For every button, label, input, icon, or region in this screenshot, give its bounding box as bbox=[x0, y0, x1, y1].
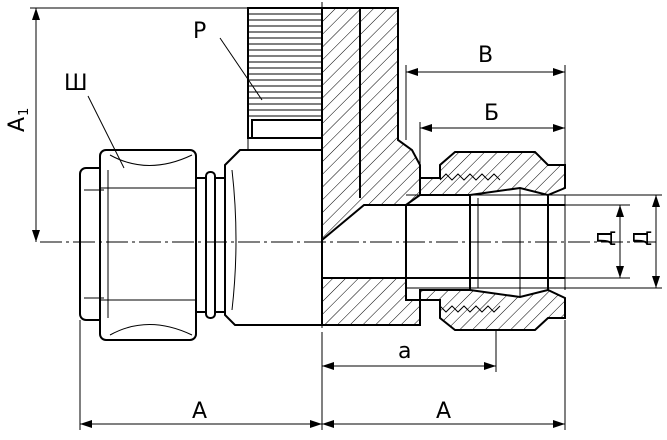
sectioned-body bbox=[321, 7, 421, 326]
label-height-a1-sub: 1 bbox=[17, 108, 32, 116]
label-diam-large-text: Д bbox=[629, 230, 653, 246]
label-dim-b: Б bbox=[484, 101, 499, 126]
label-length-right: А bbox=[436, 399, 451, 424]
label-wrench: Ш bbox=[64, 71, 88, 96]
o-ring-groove bbox=[195, 171, 226, 319]
label-thread: Р bbox=[193, 19, 206, 44]
left-nut bbox=[79, 149, 197, 341]
label-diam-large: Д bbox=[629, 230, 653, 246]
elbow-body-view bbox=[224, 138, 323, 326]
label-height-a1-main: А bbox=[5, 117, 30, 132]
dimension-lines bbox=[30, 7, 662, 430]
label-diam-small-text: Д bbox=[593, 230, 617, 246]
threaded-top-view bbox=[247, 7, 323, 139]
label-dim-a-small: а bbox=[398, 339, 411, 364]
label-length-left: А bbox=[192, 399, 207, 424]
label-height-a1: А 1 bbox=[5, 108, 32, 132]
right-union-nut bbox=[406, 151, 625, 331]
label-dim-v: В bbox=[478, 43, 493, 68]
label-diam-small: Д bbox=[593, 230, 617, 246]
center-lines bbox=[40, 2, 660, 340]
